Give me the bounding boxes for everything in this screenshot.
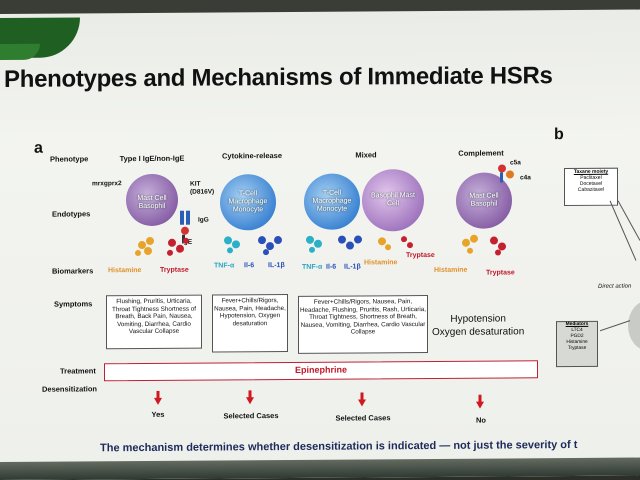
biomarker-il6-1: Il-6	[244, 262, 255, 270]
col-head-complement: Complement	[458, 148, 504, 158]
arrow-down-icon	[246, 390, 254, 405]
treatment-epinephrine: Epinephrine	[294, 364, 347, 375]
cytokine-granules-icon	[224, 236, 282, 256]
mediator-item: Tryptase	[567, 345, 587, 352]
symptom-oxygen-desaturation: Oxygen desaturation	[432, 326, 525, 338]
panel-b-connector-lines	[600, 200, 640, 332]
tcell-macrophage-label-1: T-Cell Macrophage Monocyte	[228, 190, 268, 214]
biomarker-histamine-3: Histamine	[434, 266, 468, 274]
symptoms-complement: Hypotension Oxygen desaturation	[432, 312, 524, 339]
desensitization-mixed: Selected Cases	[335, 413, 391, 423]
marker-c4a: c4a	[520, 174, 531, 182]
marker-mrxgprx2: mrxgprx2	[92, 180, 122, 188]
arrow-down-icon	[476, 394, 484, 409]
basophil-mast-label: Basophil Mast Cell	[371, 192, 415, 208]
top-bezel	[0, 0, 640, 14]
mixed-histamine-granules-icon	[378, 236, 413, 251]
complement-receptor-icon	[498, 164, 514, 183]
biomarker-tryptase-2: Tryptase	[406, 251, 435, 260]
col-head-mixed: Mixed	[355, 150, 377, 160]
complement-granules-icon	[462, 234, 506, 256]
mast-cell-basophil-label-2: Mast Cell Basophil	[469, 192, 499, 208]
mediators-box: Mediators LTC4 PGD2 Histamine Tryptase	[556, 320, 598, 368]
desensitization-complement: No	[476, 415, 486, 425]
receptor-icon	[180, 210, 190, 243]
bottom-bezel	[0, 457, 640, 480]
footer-caption: The mechanism determines whether desensi…	[100, 438, 578, 455]
treatment-bar: Epinephrine	[104, 360, 538, 382]
row-label-symptoms: Symptoms	[54, 299, 93, 309]
taxane-item: Cabazitaxel	[577, 186, 605, 193]
biomarker-tryptase-3: Tryptase	[486, 269, 515, 277]
biomarker-histamine-2: Histamine	[364, 259, 398, 267]
symptom-hypotension: Hypotension	[450, 313, 506, 325]
mast-cell-basophil-label: Mast Cell Basophil	[137, 194, 167, 211]
biomarker-tryptase-1: Tryptase	[160, 266, 189, 274]
symptoms-cytokine-box: Fever+Chills/Rigors, Nausea, Pain, Heada…	[212, 293, 288, 353]
mixed-cytokine-granules-icon	[306, 235, 362, 253]
biomarker-il1b-2: IL-1β	[344, 263, 361, 271]
row-label-biomarkers: Biomarkers	[52, 266, 94, 276]
histamine-tryptase-granules-icon	[135, 236, 189, 257]
symptoms-type1-box: Flushing, Pruritis, Urticaria, Throat Ti…	[106, 294, 202, 350]
symptoms-mixed-box: Fever+Chills/Rigors, Nausea, Pain, Heada…	[298, 295, 428, 354]
desensitization-type1: Yes	[151, 409, 165, 419]
marker-kit: KIT (D816V)	[190, 180, 215, 196]
row-label-phenotype: Phenotype	[50, 154, 89, 164]
row-label-endotypes: Endotypes	[52, 209, 91, 219]
biomarker-il1b-1: IL-1β	[268, 262, 285, 270]
panel-b-label: b	[554, 126, 564, 144]
arrow-down-icon	[154, 390, 162, 405]
biomarker-il6-2: Il-6	[326, 263, 337, 271]
col-head-type1: Type I IgE/non-IgE	[119, 153, 185, 164]
biomarker-tnf-2: TNF-α	[302, 263, 323, 271]
biomarker-tnf-1: TNF-α	[214, 262, 235, 270]
biomarker-histamine-1: Histamine	[108, 267, 142, 275]
arrow-down-icon	[358, 392, 366, 407]
row-label-desensitization: Desensitization	[42, 384, 98, 394]
desensitization-cytokine: Selected Cases	[223, 411, 279, 421]
panel-a-label: a	[34, 139, 43, 157]
slide-title: Phenotypes and Mechanisms of Immediate H…	[4, 62, 553, 93]
tcell-macrophage-label-2: T-Cell Macrophage Monocyte	[312, 189, 352, 213]
row-label-treatment: Treatment	[60, 366, 96, 376]
col-head-cytokine: Cytokine-release	[221, 151, 283, 161]
